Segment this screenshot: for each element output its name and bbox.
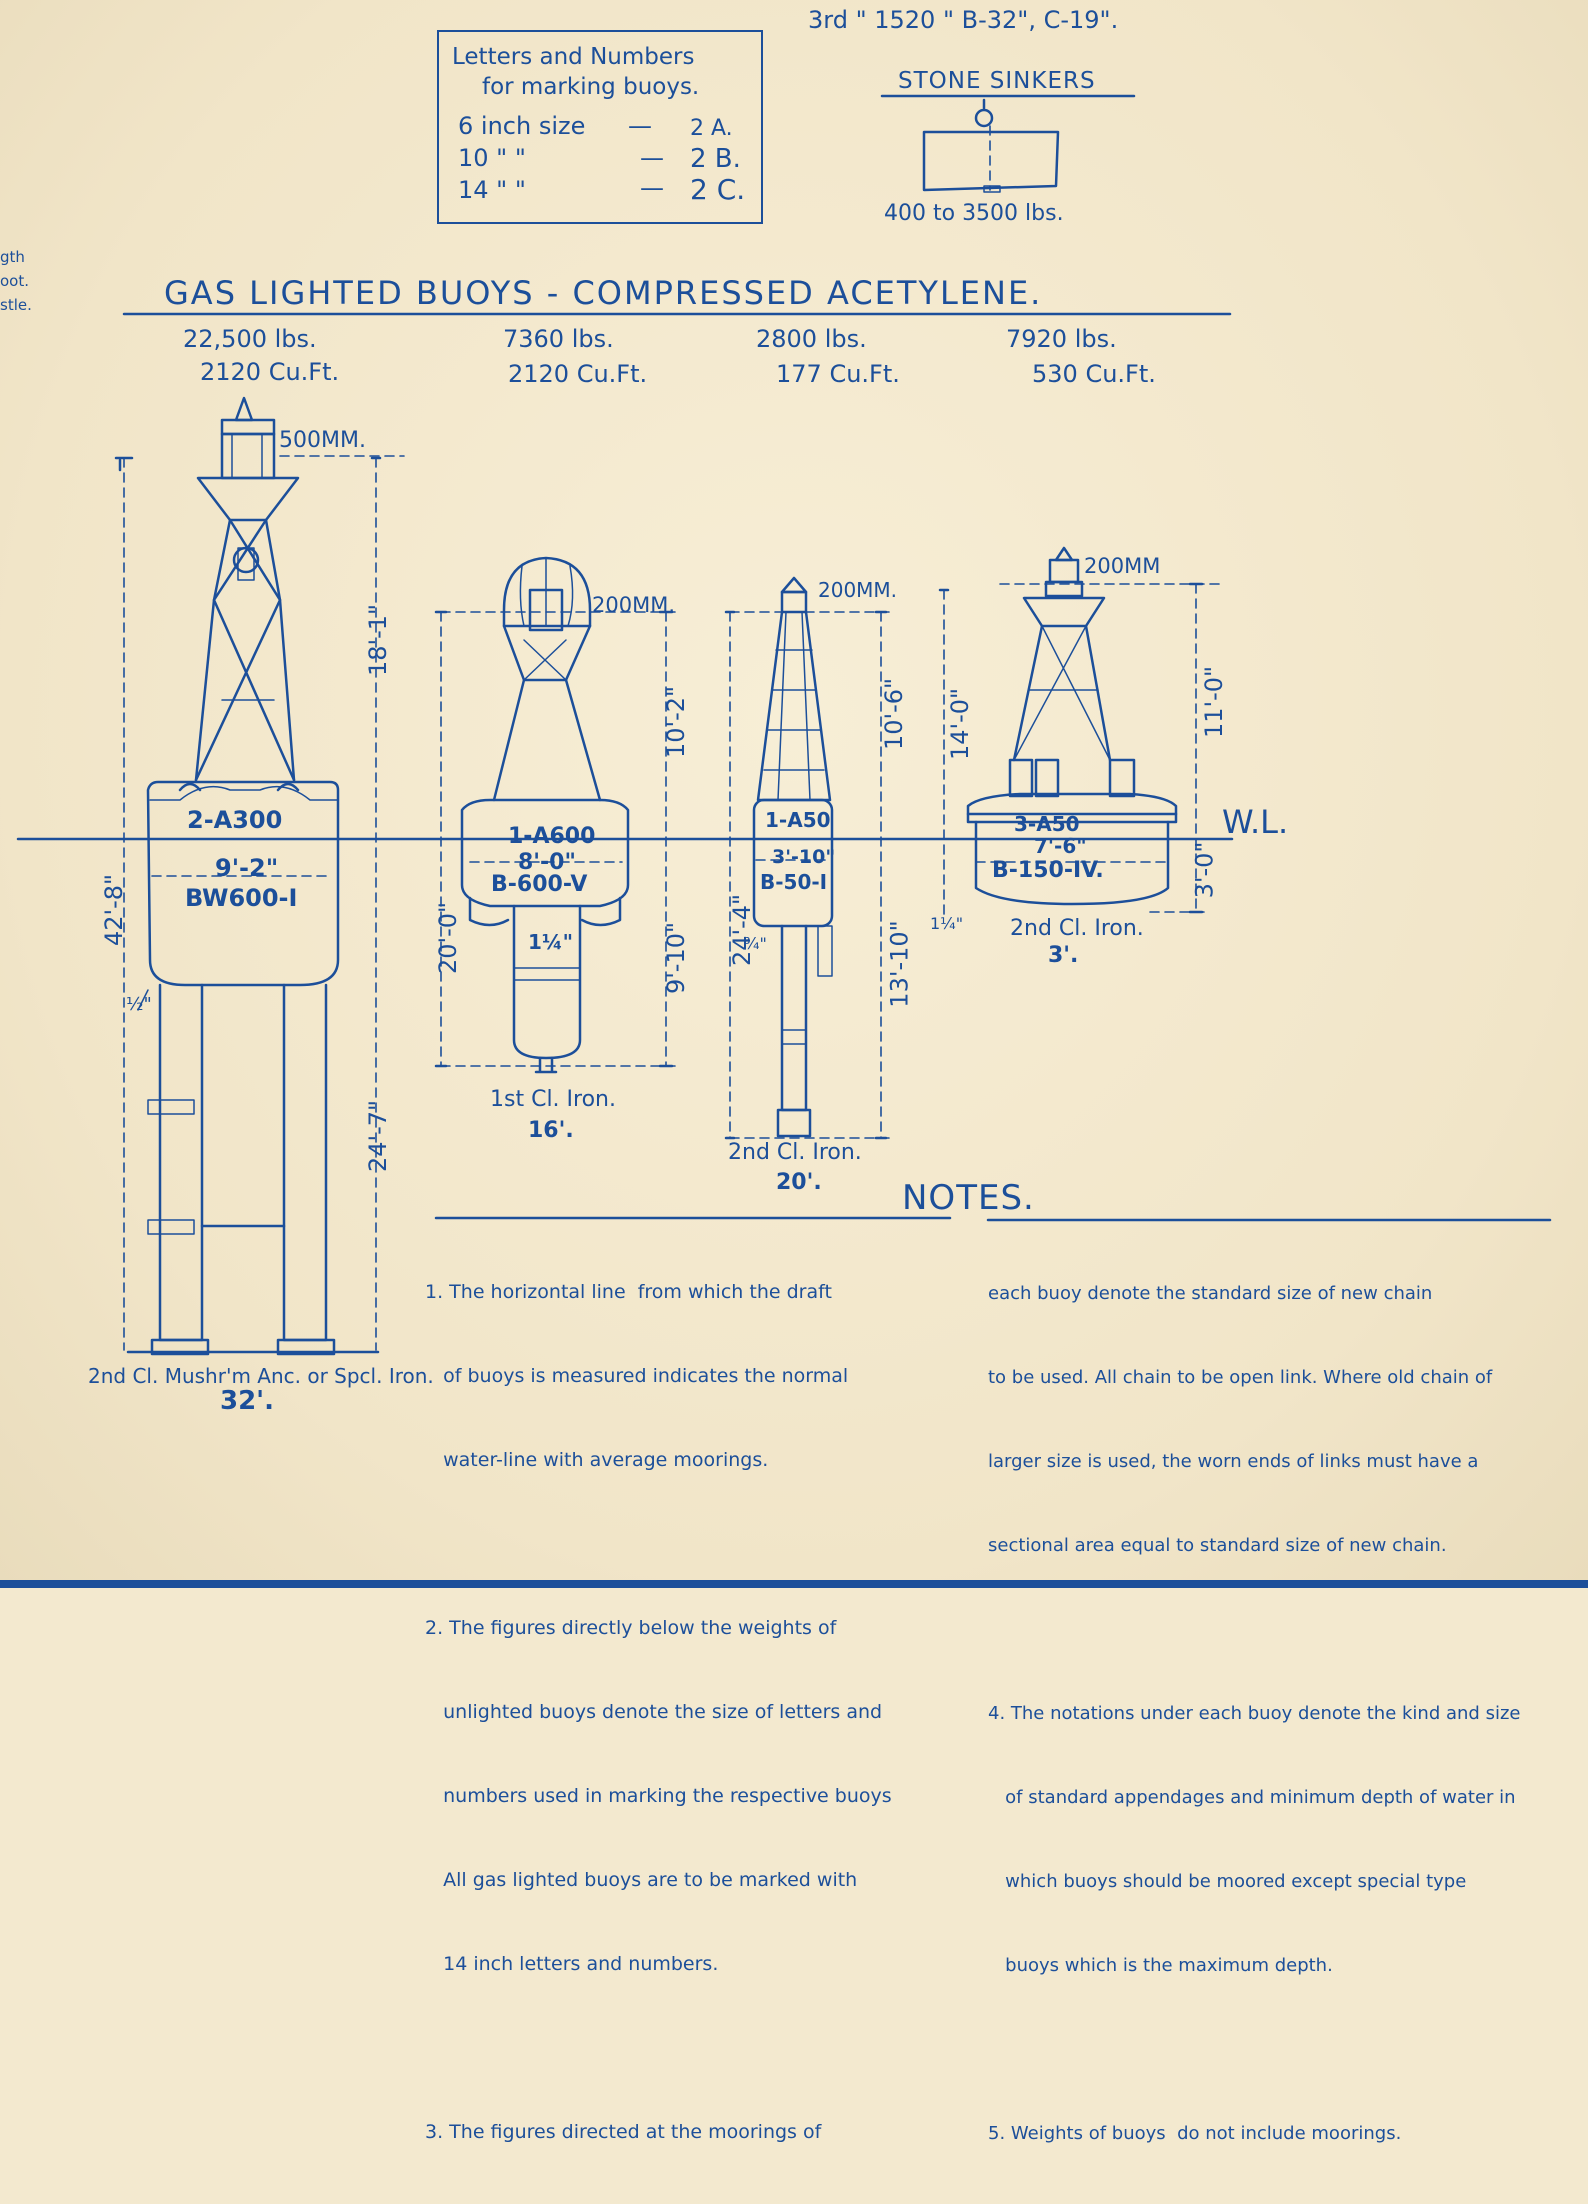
buoy-3-anchor: 2nd Cl. Iron. <box>728 1140 862 1165</box>
stone-sinker-drawing <box>880 94 1136 193</box>
note-line: 4. The notations under each buoy denote … <box>988 1703 1521 1724</box>
buoy-1-depth: 32'. <box>220 1386 275 1416</box>
buoy-4-weight: 7920 lbs. <box>1006 325 1117 353</box>
note-line: larger size is used, the worn ends of li… <box>988 1451 1479 1472</box>
note-line <box>425 2034 892 2062</box>
section-title: GAS LIGHTED BUOYS - COMPRESSED ACETYLENE… <box>164 274 1043 312</box>
stone-sinkers-range: 400 to 3500 lbs. <box>884 201 1064 226</box>
buoy-1-drawing <box>114 396 405 1356</box>
note-line: All gas lighted buoys are to be marked w… <box>425 1869 858 1891</box>
buoy-3-chain: B-50-I <box>760 870 828 894</box>
buoy-2-chain: B-600-V <box>491 872 588 897</box>
note-line: 14 inch letters and numbers. <box>425 1953 719 1975</box>
letters-row-2-code: 2 B. <box>690 144 741 174</box>
buoy-1-volume: 2120 Cu.Ft. <box>200 358 340 386</box>
buoy-3-lantern: 200MM. <box>818 578 898 602</box>
buoy-1-chain: BW600-I <box>185 884 298 912</box>
buoy-4-diameter: 7'-6" <box>1034 834 1087 858</box>
letters-row-1-dash: — <box>628 112 652 140</box>
buoy-4-small-dim: 1¼" <box>930 914 964 933</box>
note-line: 2. The figures directly below the weight… <box>425 1617 837 1639</box>
top-fragment-text: 3rd " 1520 " B-32", C-19". <box>808 6 1119 34</box>
note-line <box>988 1616 1520 1644</box>
buoy-4-depth: 3'. <box>1048 943 1079 968</box>
letters-row-1-size: 6 inch size <box>458 112 586 140</box>
buoy-2-volume: 2120 Cu.Ft. <box>508 360 648 388</box>
note-line: of standard appendages and minimum depth… <box>988 1787 1516 1808</box>
notes-title: NOTES. <box>902 1178 1035 1218</box>
buoy-1-lantern: 500MM. <box>279 428 366 453</box>
letters-box-title-1: Letters and Numbers <box>452 44 695 70</box>
buoy-2-id: 1-A600 <box>508 824 596 849</box>
note-line: 1. The horizontal line from which the dr… <box>425 1281 832 1303</box>
buoy-1-id: 2-A300 <box>187 806 283 834</box>
note-line: 3. The figures directed at the moorings … <box>425 2121 822 2143</box>
buoy-4-lantern: 200MM <box>1084 554 1161 578</box>
letters-numbers-box <box>437 30 763 224</box>
letters-row-2-size: 10 " " <box>458 144 526 172</box>
buoy-4-chain: B-150-IV. <box>992 858 1104 883</box>
bottom-border <box>0 1580 1588 1588</box>
buoy-4-drawing <box>938 546 1221 919</box>
letters-row-3-code: 2 C. <box>690 173 746 206</box>
note-line: unlighted buoys denote the size of lette… <box>425 1701 883 1723</box>
buoy-2-depth: 16'. <box>528 1118 574 1143</box>
buoy-2-anchor: 1st Cl. Iron. <box>490 1087 616 1112</box>
buoy-1-anchor: 2nd Cl. Mushr'm Anc. or Spcl. Iron. <box>88 1364 434 1388</box>
left-fragment-line-3: stle. <box>0 296 32 314</box>
buoy-3-id: 1-A50 <box>765 808 831 832</box>
buoy-2-small-dim: 1¼" <box>528 930 574 954</box>
buoy-3-weight: 2800 lbs. <box>756 325 867 353</box>
buoy-3-drawing <box>724 576 891 1140</box>
buoy-drawings <box>16 94 1552 1356</box>
buoy-3-diameter: 3'-10" <box>772 846 836 868</box>
water-line-label: W.L. <box>1222 803 1289 841</box>
buoy-1-small-dim: ½" <box>126 994 152 1015</box>
buoy-3-volume: 177 Cu.Ft. <box>776 360 900 388</box>
left-fragment-line-1: gth <box>0 248 25 266</box>
note-line <box>988 2036 1520 2064</box>
note-line: to be used. All chain to be open link. W… <box>988 1367 1493 1388</box>
buoy-2-lantern: 200MM. <box>592 593 675 617</box>
letters-box-title-2: for marking buoys. <box>482 74 700 100</box>
note-line: each buoy denote the standard size of ne… <box>988 1283 1433 1304</box>
note-line: buoys which is the maximum depth. <box>988 1955 1333 1976</box>
note-line: of buoys is measured indicates the norma… <box>425 1365 849 1387</box>
left-fragment-line-2: oot. <box>0 272 30 290</box>
buoy-4-volume: 530 Cu.Ft. <box>1032 360 1156 388</box>
letters-row-2-dash: — <box>640 144 664 172</box>
letters-row-1-code: 2 A. <box>690 116 733 141</box>
buoy-4-id: 3-A50 <box>1014 812 1080 836</box>
letters-row-3-size: 14 " " <box>458 176 526 204</box>
buoy-2-drawing <box>434 556 681 1074</box>
buoy-4-anchor: 2nd Cl. Iron. <box>1010 916 1144 941</box>
note-line: sectional area equal to standard size of… <box>988 1535 1447 1556</box>
note-line: which buoys should be moored except spec… <box>988 1871 1467 1892</box>
buoy-3-depth: 20'. <box>776 1170 822 1195</box>
buoy-2-weight: 7360 lbs. <box>503 325 614 353</box>
note-line: 5. Weights of buoys do not include moori… <box>988 2123 1402 2144</box>
letters-row-3-dash: — <box>640 174 664 202</box>
note-line: numbers used in marking the respective b… <box>425 1785 892 1807</box>
note-line: water-line with average moorings. <box>425 1449 769 1471</box>
blueprint-sheet: 3rd " 1520 " B-32", C-19". gth oot. stle… <box>0 0 1588 2144</box>
stone-sinkers-title: STONE SINKERS <box>898 68 1096 94</box>
buoy-1-weight: 22,500 lbs. <box>183 325 317 353</box>
buoy-3-small-dim: ¾" <box>744 934 767 953</box>
